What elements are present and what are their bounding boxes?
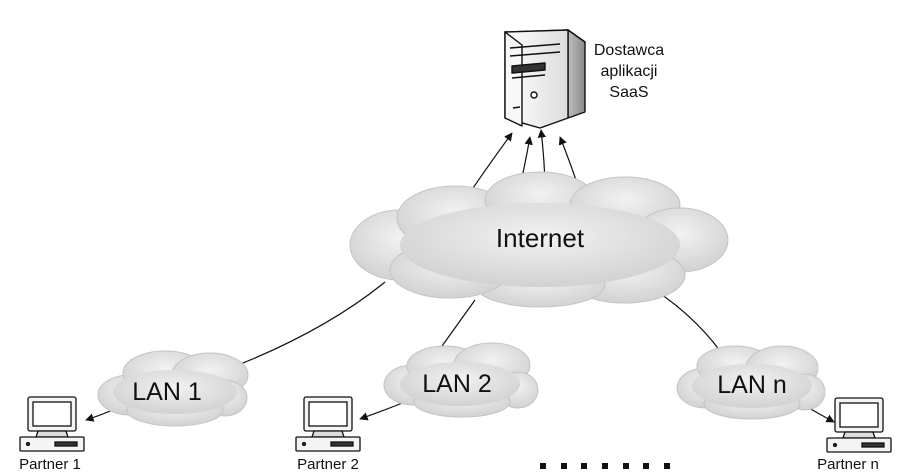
partnern-label: Partner n (817, 456, 879, 473)
internet-cloud (349, 171, 729, 308)
partner2-computer-icon (295, 396, 361, 452)
link-internet-lan1 (214, 281, 386, 375)
lan1-label: LAN 1 (132, 378, 202, 406)
internet-label: Internet (495, 223, 585, 253)
ellipsis-dot (622, 463, 629, 469)
ellipsis-dots (540, 455, 670, 473)
lan2-label: LAN 2 (422, 370, 492, 398)
lan1-cloud (97, 350, 249, 427)
server-icon (504, 29, 586, 129)
server-label: Dostawca aplikacji SaaS (583, 40, 675, 103)
link-lan2-partner2 (359, 401, 406, 421)
ellipsis-dot (643, 463, 650, 469)
ellipsis-dot (581, 463, 588, 469)
lan2-cloud (383, 342, 539, 418)
partner1-label: Partner 1 (19, 456, 81, 473)
lann-label: LAN n (717, 371, 787, 399)
server-label-line-1: Dostawca (593, 42, 665, 59)
ellipsis-dot (601, 463, 608, 469)
ellipsis-dot (560, 463, 567, 469)
ellipsis-dot (540, 463, 546, 469)
partnern-computer-icon (826, 397, 892, 453)
ellipsis-dot (663, 463, 670, 469)
partner2-label: Partner 2 (297, 456, 359, 473)
server-label-line-2: aplikacji (600, 63, 658, 80)
partner1-computer-icon (19, 396, 85, 452)
lann-cloud (676, 345, 826, 420)
server-label-line-3: SaaS (609, 84, 649, 101)
